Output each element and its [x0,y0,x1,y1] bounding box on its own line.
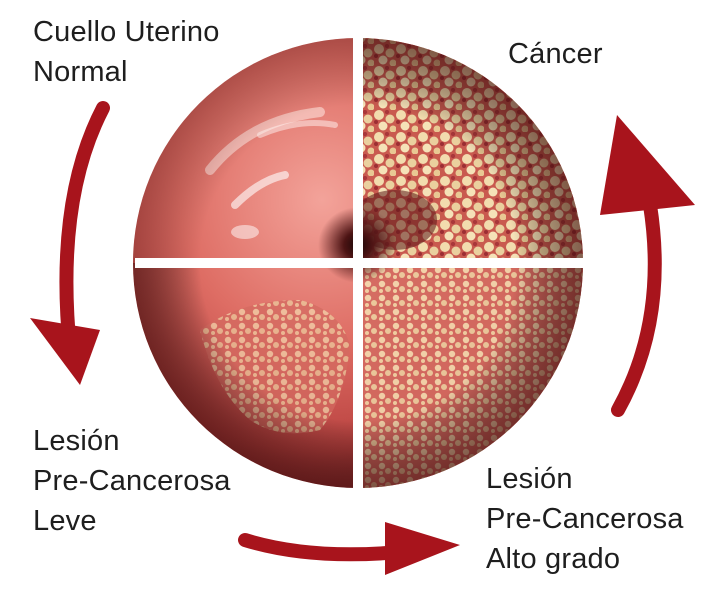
stage-label-line: Pre-Cancerosa [33,461,231,501]
stage-label-line: Pre-Cancerosa [486,499,684,539]
stage-label-cancer: Cáncer [508,34,603,74]
stage-label-line: Lesión [486,459,684,499]
stage-label-line: Leve [33,501,231,541]
arrow-up-curved-icon [600,115,695,410]
stage-label-line: Cáncer [508,34,603,74]
stage-label-line: Normal [33,52,220,92]
stage-label-low-grade: Lesión Pre-Cancerosa Leve [33,421,231,541]
stage-label-high-grade: Lesión Pre-Cancerosa Alto grado [486,459,684,579]
stage-label-normal: Cuello Uterino Normal [33,12,220,92]
stage-label-line: Alto grado [486,539,684,579]
stage-label-line: Cuello Uterino [33,12,220,52]
arrow-right-curved-icon [245,522,460,575]
stage-label-line: Lesión [33,421,231,461]
arrow-down-curved-icon [30,108,103,385]
